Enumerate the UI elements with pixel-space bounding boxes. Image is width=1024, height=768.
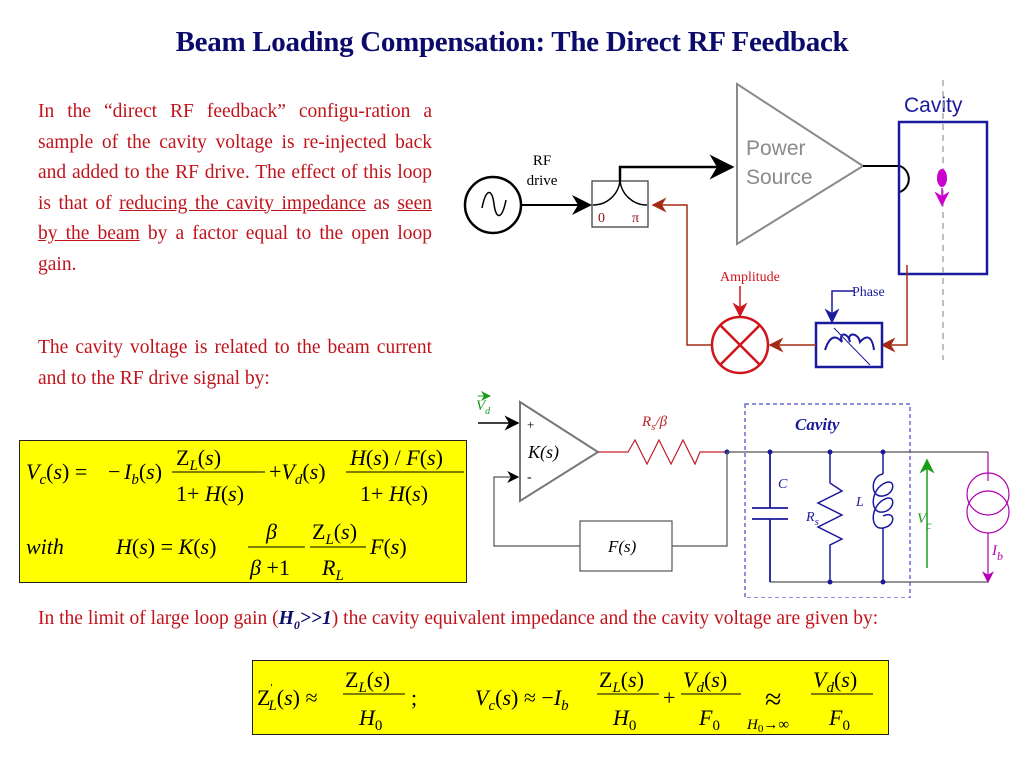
eq2-approx: ≈ [765, 683, 781, 716]
vd-label: Vd [476, 398, 491, 417]
eq2-num4: Vd(s) [813, 667, 857, 696]
eq2-den4: F0 [828, 705, 850, 734]
rf-source-icon [463, 175, 523, 235]
eq1-zl-num: ZL(s) [312, 519, 357, 548]
junction-dots [767, 449, 886, 585]
amplitude-label: Amplitude [720, 270, 780, 285]
eq2-den2: H0 [612, 705, 636, 734]
eq1-beta-num: β [265, 519, 277, 544]
series-resistor [598, 438, 727, 466]
eq1-h-def: H(s) = K(s) [115, 534, 216, 559]
drive-to-power-arrow [618, 154, 735, 181]
beam-bunch-icon [937, 169, 947, 187]
eq2-limit: H0→∞ [746, 717, 789, 734]
vc-label: Vc [917, 511, 932, 532]
k-amplifier [519, 400, 600, 503]
phase-label: Phase [852, 285, 885, 300]
current-source-circle-1 [966, 472, 1010, 516]
rf-drive-label-1: RF [533, 153, 551, 169]
eq2-num3: Vd(s) [683, 667, 727, 696]
k-label: K(s) [527, 442, 559, 463]
phase-control-arrow [824, 290, 854, 324]
equation-limit: Z'L(s) ≈ ZL(s) H0 ; Vc(s) ≈ −Ib ZL(s) H0… [257, 667, 873, 735]
feedback-wire-right [672, 452, 728, 547]
eq1-minus: − [108, 459, 120, 484]
eq2-plus: + [663, 685, 675, 710]
power-source-amplifier [736, 82, 865, 246]
eq1-vc: Vc(s) = [26, 459, 87, 488]
eq1-ib: Ib(s) [123, 459, 162, 488]
eq1-den2: 1+ H(s) [360, 481, 428, 506]
rf-feedback-block-diagram: RF drive 0 π Power Source Cavity Phase [450, 80, 1010, 385]
cavity-circuit-label: Cavity [795, 415, 840, 434]
power-source-label-1: Power [746, 137, 806, 160]
equivalent-circuit-diagram: Vd + - K(s) Rs/β F(s) Cavity C Rs L [470, 388, 1020, 603]
intro-paragraph: In the “direct RF feedback” configu-rati… [38, 97, 432, 280]
equation-cavity-voltage: Vc(s) = − Ib(s) ZL(s) 1+ H(s) +Vd(s) H(s… [26, 445, 464, 584]
current-source-circle-2 [966, 490, 1010, 534]
limit-text-1: In the limit of large loop gain ( [38, 608, 279, 629]
underlined-phrase-beam: seen by the beam [38, 192, 432, 245]
equation-box-cavity-voltage: Vc(s) = − Ib(s) ZL(s) 1+ H(s) +Vd(s) H(s… [19, 440, 467, 584]
feedback-return-arrow [651, 197, 712, 346]
intro-text-3: by a factor equal to the open loop gain. [38, 223, 432, 275]
combiner-port-pi: π [632, 211, 639, 226]
c-label: C [778, 477, 788, 492]
eq2-den3: F0 [698, 705, 720, 734]
coupler-loop [863, 165, 910, 193]
amplitude-modulator-icon [710, 315, 770, 375]
rf-drive-label-2: drive [527, 173, 558, 189]
eq2-den1: H0 [358, 705, 382, 734]
intro-text-1: In the “direct RF feedback” configu-rati… [38, 101, 432, 214]
ib-label: Ib [991, 543, 1003, 563]
pickup-arrow [880, 265, 908, 353]
eq1-rl-den: RL [321, 555, 344, 582]
relation-paragraph: The cavity voltage is related to the bea… [38, 337, 432, 389]
combiner-port-0: 0 [598, 211, 605, 226]
l-label: L [855, 495, 864, 510]
feedback-wire-left [493, 471, 580, 547]
phase-shifter-block [814, 321, 884, 369]
eq1-f: F(s) [369, 534, 407, 559]
eq2-semicolon: ; [411, 685, 417, 710]
eq2-num1: ZL(s) [345, 667, 390, 696]
limit-paragraph: In the limit of large loop gain (H0>>1) … [38, 603, 982, 641]
capacitor-c [752, 452, 788, 582]
inductor-l [872, 452, 894, 582]
eq1-num2: H(s) / F(s) [349, 445, 443, 470]
limit-text-2: ) the cavity equivalent impedance and th… [331, 608, 879, 629]
eq2-zl-prime: Z'L(s) ≈ [257, 682, 318, 714]
eq2-vc: Vc(s) ≈ −Ib [475, 685, 569, 714]
plus-input: + [527, 417, 534, 432]
eq1-den1: 1+ H(s) [176, 481, 244, 506]
f-label: F(s) [607, 537, 637, 556]
power-source-label-2: Source [746, 166, 813, 189]
eq1-beta-den: β +1 [249, 555, 290, 580]
intro-text-2: as [365, 192, 398, 214]
cavity-label: Cavity [904, 94, 963, 117]
eq1-num1: ZL(s) [176, 445, 221, 474]
loop-gain-condition: H0>>1 [278, 608, 332, 632]
rs-label: Rs [805, 510, 819, 528]
eq1-with-label: with [26, 534, 64, 559]
eq1-vd: +Vd(s) [269, 459, 326, 488]
cavity-box [897, 120, 989, 276]
minus-input: - [527, 470, 532, 485]
equation-box-limit: Z'L(s) ≈ ZL(s) H0 ; Vc(s) ≈ −Ib ZL(s) H0… [252, 660, 889, 735]
slide-title: Beam Loading Compensation: The Direct RF… [175, 26, 849, 58]
eq2-num2: ZL(s) [599, 667, 644, 696]
underlined-phrase-impedance: reducing the cavity impedance [119, 192, 366, 214]
series-resistor-label: Rs/β [641, 414, 668, 433]
resistor-rs [816, 452, 844, 582]
